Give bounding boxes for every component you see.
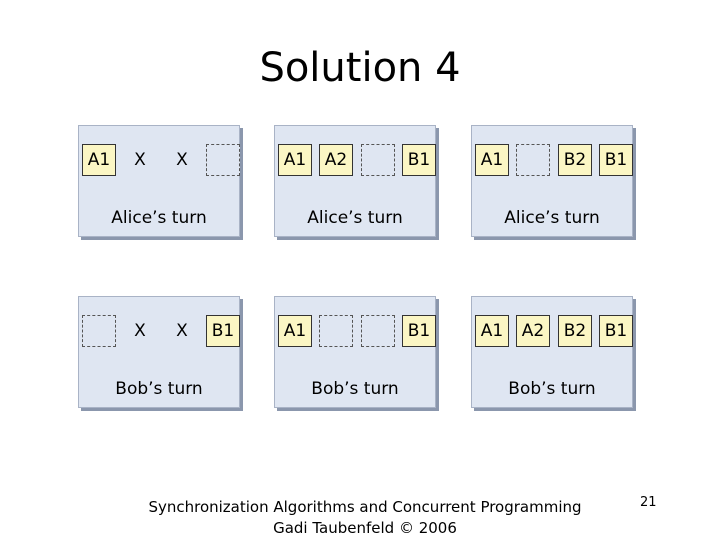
- footer-course: Synchronization Algorithms and Concurren…: [148, 498, 582, 516]
- turn-label: Alice’s turn: [111, 208, 207, 228]
- register-cell: X: [134, 321, 146, 341]
- turn-label: Bob’s turn: [311, 379, 399, 399]
- register-cell: B1: [402, 315, 436, 347]
- turn-label: Alice’s turn: [307, 208, 403, 228]
- page-number: 21: [640, 495, 657, 510]
- state-panel: A1 X X Alice’s turn: [78, 125, 240, 237]
- turn-label: Bob’s turn: [115, 379, 203, 399]
- register-cell: A2: [516, 315, 550, 347]
- empty-slot: [361, 144, 395, 176]
- register-cell: A1: [475, 315, 509, 347]
- slide-title: Solution 4: [259, 45, 461, 91]
- register-cell: B2: [558, 144, 592, 176]
- register-cell: A1: [278, 144, 312, 176]
- empty-slot: [361, 315, 395, 347]
- register-cell: B1: [402, 144, 436, 176]
- register-cell: B1: [206, 315, 240, 347]
- register-cell: A1: [475, 144, 509, 176]
- footer-author: Gadi Taubenfeld © 2006: [273, 519, 457, 537]
- register-cell: X: [176, 321, 188, 341]
- empty-slot: [82, 315, 116, 347]
- slide-footer: Synchronization Algorithms and Concurren…: [120, 497, 610, 539]
- register-cell: A1: [278, 315, 312, 347]
- empty-slot: [516, 144, 550, 176]
- empty-slot: [206, 144, 240, 176]
- register-cell: X: [134, 150, 146, 170]
- register-cell: B1: [599, 315, 633, 347]
- register-cell: X: [176, 150, 188, 170]
- register-cell: A2: [319, 144, 353, 176]
- turn-label: Alice’s turn: [504, 208, 600, 228]
- register-cell: B1: [599, 144, 633, 176]
- register-cell: A1: [82, 144, 116, 176]
- turn-label: Bob’s turn: [508, 379, 596, 399]
- empty-slot: [319, 315, 353, 347]
- register-cell: B2: [558, 315, 592, 347]
